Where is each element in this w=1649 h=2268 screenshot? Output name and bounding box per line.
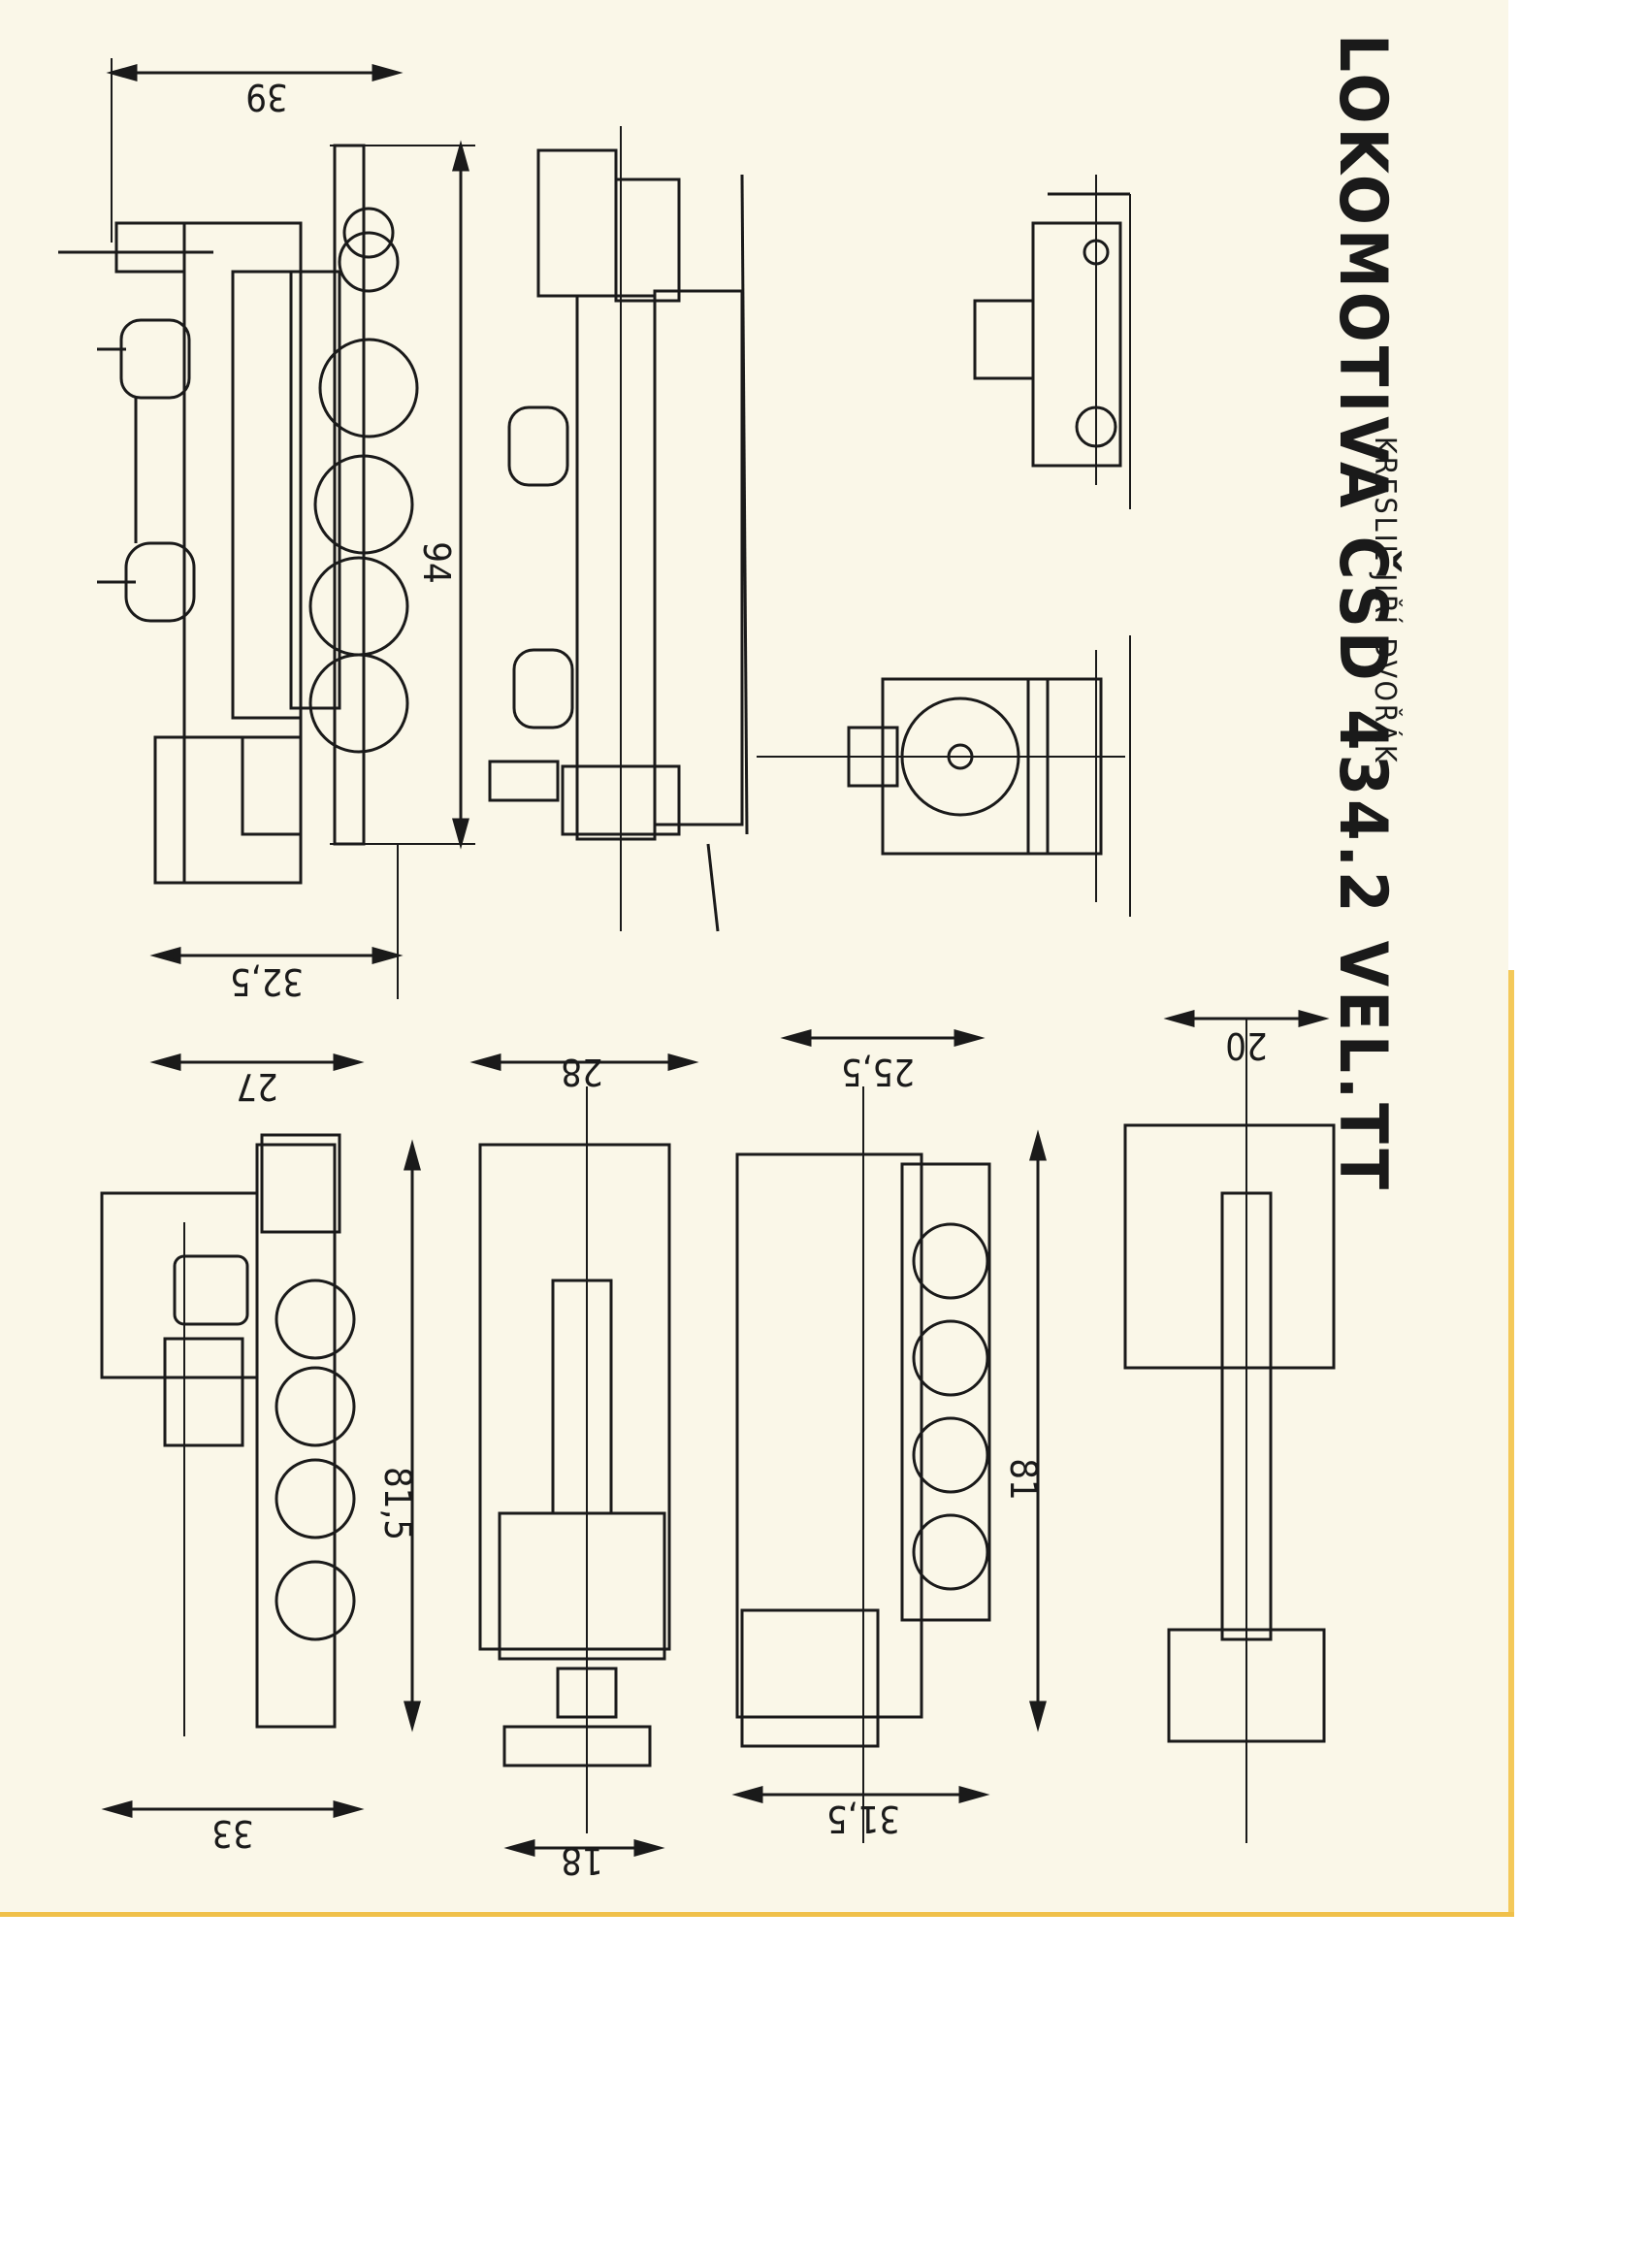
dim-27: 27 [236,1065,278,1108]
front-end-view [757,635,1131,917]
dim-39: 39 [245,76,288,118]
paper-sheet [0,0,1508,1916]
side-view-left [58,144,419,885]
dim-32-5: 32,5 [229,960,305,1003]
paper-edge-right [1508,970,1514,1916]
plan-view-4 [1123,1019,1336,1843]
cab-section [973,175,1131,509]
drawing-credit: KRESLIL JIŘÍ DVOŘÁK [1368,437,1402,765]
dim-94: 94 [415,541,458,584]
paper-edge-bottom [0,1912,1514,1917]
dim-18: 18 [561,1839,603,1882]
dim-81: 81 [1002,1458,1045,1501]
dim-81-5: 81,5 [376,1466,419,1541]
dim-25-5: 25,5 [840,1051,916,1093]
plan-view-3 [735,1086,991,1843]
dim-33: 33 [211,1812,254,1855]
plan-view-1 [100,1133,356,1736]
dim-20: 20 [1225,1024,1268,1067]
plan-view-2 [478,1086,671,1833]
side-view-right [488,126,749,932]
dim-31-5: 31,5 [825,1798,901,1840]
dim-28: 28 [561,1051,603,1093]
